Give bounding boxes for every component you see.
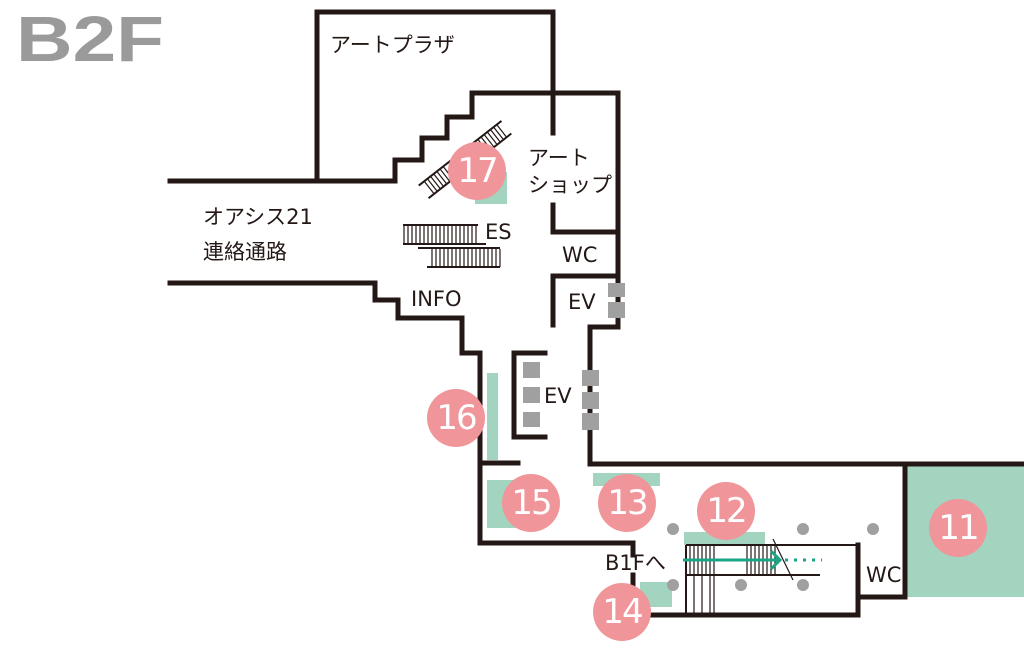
- label-info: INFO: [411, 287, 462, 311]
- svg-text:14: 14: [602, 592, 642, 632]
- label-to-b1f: B1Fへ: [605, 551, 666, 575]
- spot-12[interactable]: 12: [697, 482, 755, 540]
- arrow-to-b1f-icon: [683, 549, 822, 571]
- label-wc-upper: WC: [562, 243, 597, 267]
- label-escalator: ES: [485, 220, 512, 244]
- area-art-plaza: アートプラザ: [330, 33, 455, 57]
- area-oasis-line1: オアシス21: [203, 205, 313, 229]
- spot-15[interactable]: 15: [502, 474, 560, 532]
- svg-text:12: 12: [706, 491, 745, 531]
- svg-text:15: 15: [511, 483, 550, 523]
- spot-17[interactable]: 17: [448, 142, 506, 200]
- area-art-shop-line2: ショップ: [528, 173, 612, 197]
- label-ev-middle: EV: [544, 384, 572, 408]
- exhibit-zones: [475, 172, 1024, 607]
- spot-14[interactable]: 14: [593, 583, 651, 641]
- elevator-blocks: [523, 283, 625, 430]
- svg-text:13: 13: [607, 483, 646, 523]
- svg-text:17: 17: [457, 151, 496, 191]
- spot-13[interactable]: 13: [598, 474, 656, 532]
- spot-11[interactable]: 11: [929, 499, 987, 557]
- label-wc-lower: WC: [866, 563, 901, 587]
- svg-text:16: 16: [436, 398, 476, 438]
- pillars: [667, 523, 879, 591]
- zone-16: [487, 373, 498, 460]
- area-art-shop-line1: アート: [528, 146, 590, 170]
- label-ev-upper: EV: [568, 290, 596, 314]
- svg-text:11: 11: [938, 508, 977, 548]
- walls: [167, 9, 1024, 618]
- spot-16[interactable]: 16: [427, 389, 485, 447]
- area-oasis-line2: 連絡通路: [203, 240, 287, 264]
- floor-label: B2F: [16, 3, 164, 75]
